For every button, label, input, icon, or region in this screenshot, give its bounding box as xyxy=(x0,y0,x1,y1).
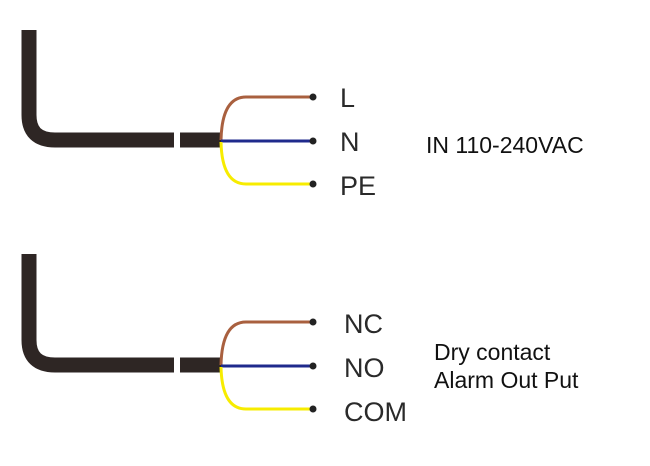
terminal-dot xyxy=(309,405,317,413)
power-wire-brown xyxy=(219,95,313,141)
terminal-dot xyxy=(309,180,317,188)
alarm-description-line1: Dry contact xyxy=(434,339,551,365)
alarm-wire-yellow xyxy=(219,366,313,411)
terminal-label-nc: NC xyxy=(344,309,383,339)
terminal-dot xyxy=(309,137,317,145)
terminal-dot xyxy=(309,362,317,370)
terminal-dot xyxy=(309,318,317,326)
alarm-cable-group: NC NO COM Dry contact Alarm Out Put xyxy=(21,254,579,427)
terminal-label-pe: PE xyxy=(340,171,376,201)
terminal-label-n: N xyxy=(340,127,360,157)
terminal-label-no: NO xyxy=(344,353,385,383)
power-cable-group: L N PE IN 110-240VAC xyxy=(21,30,584,201)
terminal-label-com: COM xyxy=(344,397,407,427)
power-wire-yellow xyxy=(219,141,313,186)
power-cable xyxy=(21,30,174,148)
power-description: IN 110-240VAC xyxy=(426,132,584,158)
alarm-wire-brown xyxy=(219,320,313,366)
terminal-label-l: L xyxy=(340,83,355,113)
alarm-description-line2: Alarm Out Put xyxy=(434,367,579,393)
alarm-cable xyxy=(21,254,174,373)
terminal-dot xyxy=(309,93,317,101)
